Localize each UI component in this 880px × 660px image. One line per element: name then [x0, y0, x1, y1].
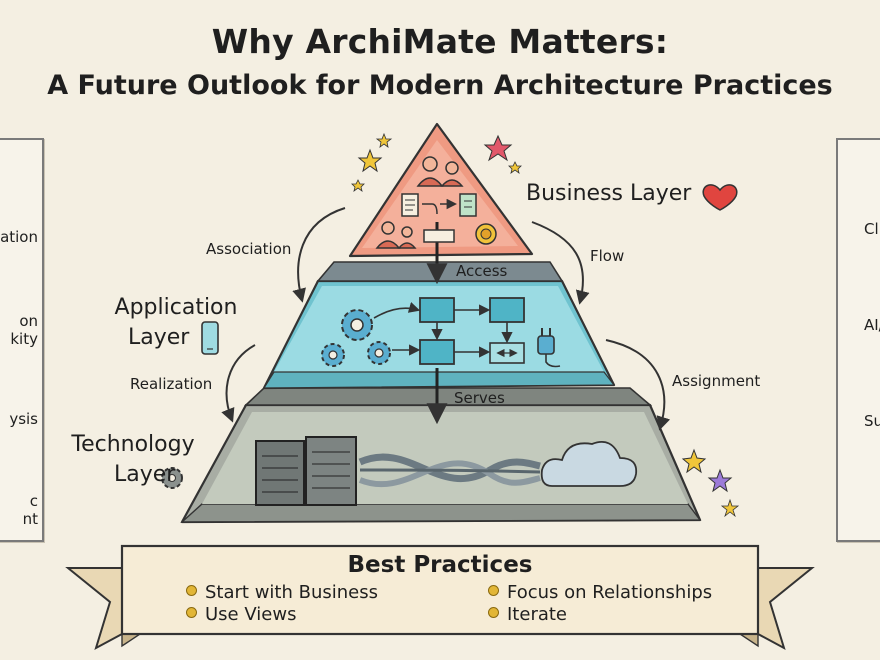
user-group-icon	[375, 221, 417, 249]
best-practice-item: Start with Business	[186, 582, 378, 603]
best-practice-item-text: Start with Business	[205, 582, 378, 603]
serves-label: Serves	[454, 389, 505, 407]
application-layer-label-line1: Application	[114, 295, 238, 320]
realization-arrow	[221, 344, 256, 423]
best-practice-item: Iterate	[488, 604, 567, 625]
right-panel-text: AI/	[864, 316, 880, 334]
page-subtitle: A Future Outlook for Modern Architecture…	[47, 70, 833, 101]
gear-icon	[341, 309, 373, 341]
user-group-icon	[416, 156, 464, 187]
right-panel-text: Su	[864, 412, 880, 430]
star-icon	[508, 161, 522, 174]
heart-icon	[702, 184, 738, 211]
access-label: Access	[456, 262, 508, 280]
gear-icon	[321, 343, 345, 367]
star-icon	[351, 179, 365, 192]
server-icon	[255, 440, 305, 506]
left-panel-text: on	[19, 312, 38, 330]
best-practice-item: Focus on Relationships	[488, 582, 712, 603]
phone-icon	[201, 321, 219, 355]
application-layer-label: Application Layer	[110, 293, 242, 353]
left-panel-text: kity	[10, 330, 38, 348]
left-panel-text: ation	[0, 228, 38, 246]
application-layer-label-line2: Layer	[128, 325, 190, 350]
star-icon	[483, 134, 513, 162]
left-panel-text: c	[29, 492, 38, 510]
server-icon	[305, 436, 357, 506]
technology-layer-label-line2: Layer	[114, 462, 176, 487]
app-component	[419, 339, 455, 365]
plug-icon	[537, 328, 561, 368]
bullet-icon	[488, 585, 499, 596]
realization-label: Realization	[130, 375, 213, 393]
assignment-label: Assignment	[672, 372, 761, 390]
checklist-icon	[459, 193, 477, 217]
business-layer-label: Business Layer	[526, 181, 692, 206]
left-panel-text: nt	[22, 510, 38, 528]
technology-layer-label-line1: Technology	[71, 432, 195, 457]
star-icon	[375, 132, 393, 148]
best-practice-item-text: Use Views	[205, 604, 297, 625]
star-icon	[357, 148, 383, 173]
gear-icon	[161, 467, 183, 489]
app-component	[419, 297, 455, 323]
title-block: Why ArchiMate Matters: A Future Outlook …	[0, 22, 880, 104]
best-practice-item: Use Views	[186, 604, 296, 625]
best-practices-banner	[65, 544, 815, 651]
network-flow	[358, 453, 541, 488]
document-icon	[401, 193, 419, 217]
bullet-icon	[186, 607, 197, 618]
bullet-icon	[488, 607, 499, 618]
best-practice-item-text: Iterate	[507, 604, 568, 625]
best-practice-item-text: Focus on Relationships	[507, 582, 713, 603]
left-panel: ation on kity ysis c nt	[0, 138, 44, 542]
cloud-icon	[540, 440, 638, 487]
process-box	[423, 229, 455, 243]
assignment-arrow	[605, 339, 671, 431]
left-panel-text: ysis	[9, 410, 38, 428]
flow-arrow	[531, 221, 590, 305]
star-icon	[720, 498, 740, 518]
flow-label: Flow	[590, 247, 625, 265]
gear-icon	[367, 341, 391, 365]
star-icon	[681, 448, 707, 474]
app-component	[489, 297, 525, 323]
right-panel-text: Cl	[864, 220, 879, 238]
best-practices-title: Best Practices	[347, 552, 533, 578]
business-layer	[348, 122, 534, 258]
application-layer	[262, 261, 616, 390]
association-arrow	[292, 207, 346, 303]
right-panel: Cl AI/ Su	[836, 138, 880, 542]
app-flow-arrow	[373, 302, 421, 319]
flow-connector	[422, 203, 438, 215]
star-icon	[707, 468, 733, 493]
bullet-icon	[186, 585, 197, 596]
page-title: Why ArchiMate Matters:	[211, 22, 669, 61]
association-label: Association	[206, 240, 292, 258]
technology-layer-label: Technology Layer	[66, 430, 200, 490]
certificate-icon	[475, 223, 497, 245]
